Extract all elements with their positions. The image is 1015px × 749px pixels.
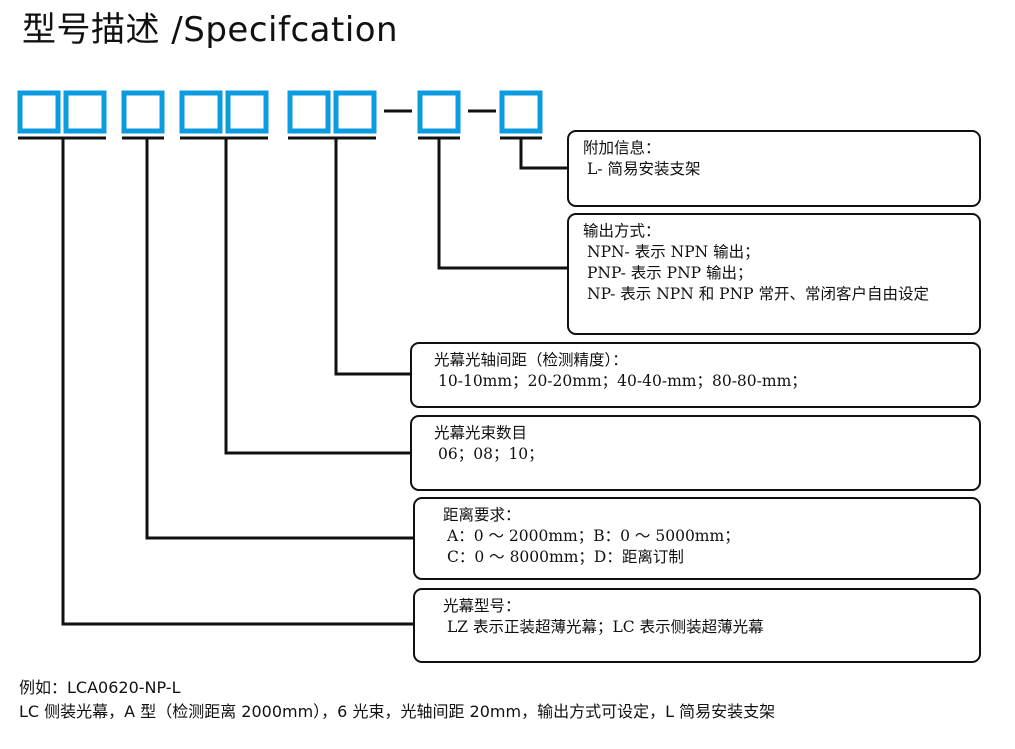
output-line: NP- 表示 NPN 和 PNP 常开、常闭客户自由设定: [587, 285, 929, 303]
code-box-model: [63, 90, 107, 134]
mounting-line: L- 简易安装支架: [587, 160, 701, 178]
model-description-box: 光幕型号： LZ 表示正装超薄光幕；LC 表示侧装超薄光幕: [413, 588, 981, 663]
spacing-heading: 光幕光轴间距（检测精度）：: [434, 351, 628, 369]
code-row: [17, 90, 543, 140]
connector-model: [61, 138, 413, 626]
mounting-description-box: 附加信息： L- 简易安装支架: [567, 130, 981, 207]
connector-beams: [224, 138, 410, 455]
model-line: LZ 表示正装超薄光幕；LC 表示侧装超薄光幕: [447, 618, 764, 636]
example-code: 例如：LCA0620-NP-L: [19, 678, 181, 697]
example-section: 例如：LCA0620-NP-L LC 侧装光幕，A 型（检测距离 2000mm）…: [19, 676, 775, 724]
beams-line: 06；08；10；: [438, 445, 544, 463]
beams-heading: 光幕光束数目: [434, 424, 528, 442]
code-box-beams: [225, 90, 269, 134]
model-heading: 光幕型号：: [443, 597, 521, 615]
output-line: NPN- 表示 NPN 输出；: [587, 243, 760, 261]
output-line: PNP- 表示 PNP 输出；: [587, 264, 753, 282]
distance-line: C：0 ～ 8000mm；D：距离订制: [447, 548, 684, 566]
code-box-output: [417, 90, 461, 134]
beams-description-box: 光幕光束数目 06；08；10；: [410, 415, 981, 491]
distance-description-box: 距离要求： A：0 ～ 2000mm；B：0 ～ 5000mm； C：0 ～ 8…: [413, 497, 981, 580]
distance-heading: 距离要求：: [443, 506, 521, 524]
connector-lines: [61, 138, 567, 626]
code-box-mounting: [499, 90, 543, 134]
code-box-beams: [179, 90, 223, 134]
connector-distance: [145, 138, 413, 540]
output-heading: 输出方式：: [583, 222, 661, 240]
code-box-distance: [121, 90, 165, 134]
spacing-line: 10-10mm；20-20mm；40-40-mm；80-80-mm；: [438, 372, 807, 390]
code-box-model: [17, 90, 61, 134]
mounting-heading: 附加信息：: [583, 139, 661, 157]
code-box-spacing: [287, 90, 331, 134]
page-title: 型号描述 /Specifcation: [22, 10, 399, 50]
example-explanation: LC 侧装光幕，A 型（检测距离 2000mm），6 光束，光轴间距 20mm，…: [19, 702, 776, 721]
output-description-box: 输出方式： NPN- 表示 NPN 输出； PNP- 表示 PNP 输出； NP…: [567, 213, 981, 335]
connector-spacing: [334, 138, 410, 376]
code-box-spacing: [333, 90, 377, 134]
connector-output: [437, 138, 567, 270]
spacing-description-box: 光幕光轴间距（检测精度）： 10-10mm；20-20mm；40-40-mm；8…: [410, 342, 981, 408]
connector-mounting: [519, 138, 567, 170]
distance-line: A：0 ～ 2000mm；B：0 ～ 5000mm；: [447, 527, 740, 545]
